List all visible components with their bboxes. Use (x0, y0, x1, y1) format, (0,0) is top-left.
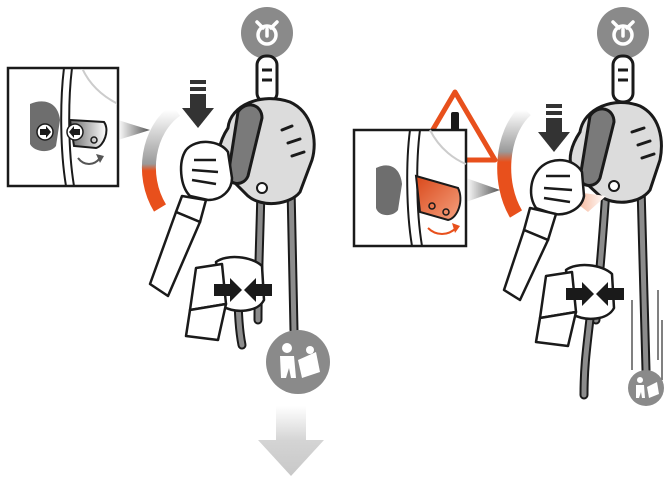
lever-travel-arc (149, 110, 176, 208)
load-badge-right (628, 370, 664, 406)
inset-arrow-left (67, 124, 83, 140)
descend-arrow (258, 406, 324, 476)
carabiner-left (257, 56, 277, 102)
panel-incorrect (354, 7, 664, 406)
load-badge-left (266, 330, 330, 394)
lower-hand-left (186, 257, 264, 340)
lower-hand-right (536, 265, 614, 346)
inset-arrow-right (37, 124, 53, 140)
inset-pointer-right (466, 178, 500, 202)
panel-correct (8, 7, 330, 476)
push-down-arrow-left (182, 80, 214, 128)
inset-pointer-left (118, 120, 150, 140)
anchor-badge-right (597, 7, 649, 59)
push-down-arrow-right (538, 104, 570, 152)
lever-detail-neutral (8, 68, 150, 186)
carabiner-right (613, 56, 633, 102)
anchor-badge-left (241, 7, 293, 59)
lever-travel-arc-excessive (504, 110, 526, 214)
